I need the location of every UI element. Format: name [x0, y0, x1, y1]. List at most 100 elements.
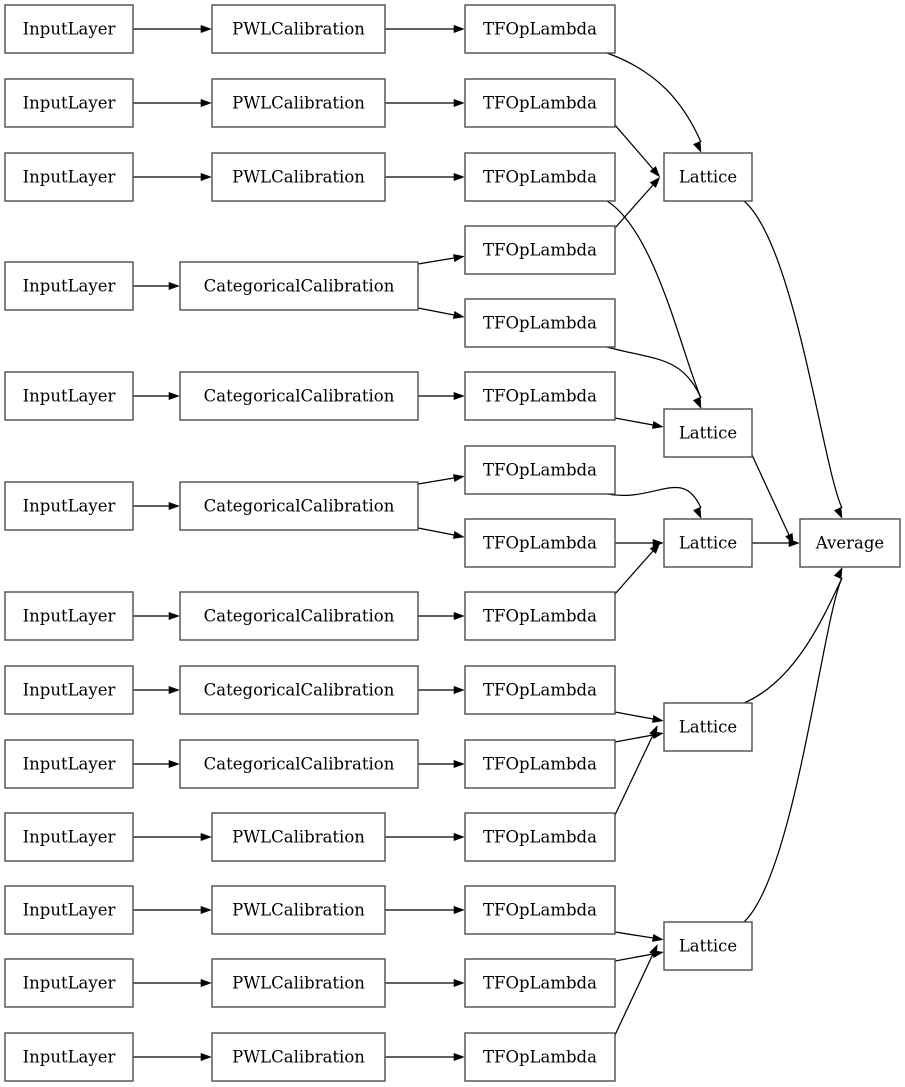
node-in12[interactable]: InputLayer [4, 958, 134, 1008]
node-in10[interactable]: InputLayer [4, 812, 134, 862]
node-box[interactable] [4, 4, 134, 54]
node-box[interactable] [4, 665, 134, 715]
node-box[interactable] [4, 152, 134, 202]
node-box[interactable] [211, 4, 386, 54]
node-label: CategoricalCalibration [204, 497, 395, 516]
node-box[interactable] [4, 481, 134, 531]
node-lat2[interactable]: Lattice [663, 408, 753, 458]
node-cal5[interactable]: CategoricalCalibration [179, 371, 419, 421]
node-box[interactable] [4, 739, 134, 789]
node-in4[interactable]: InputLayer [4, 261, 134, 311]
node-lam8[interactable]: TFOpLambda [464, 518, 616, 568]
node-box[interactable] [663, 152, 753, 202]
node-lam4[interactable]: TFOpLambda [464, 225, 616, 275]
node-label: TFOpLambda [483, 387, 597, 406]
node-cal2[interactable]: PWLCalibration [211, 78, 386, 128]
node-box[interactable] [464, 591, 616, 641]
node-box[interactable] [211, 958, 386, 1008]
node-box[interactable] [464, 225, 616, 275]
node-lam15[interactable]: TFOpLambda [464, 1032, 616, 1082]
node-in7[interactable]: InputLayer [4, 591, 134, 641]
node-cal13[interactable]: PWLCalibration [211, 1032, 386, 1082]
node-lat3[interactable]: Lattice [663, 518, 753, 568]
node-box[interactable] [179, 591, 419, 641]
node-in6[interactable]: InputLayer [4, 481, 134, 531]
node-box[interactable] [464, 445, 616, 495]
node-box[interactable] [464, 958, 616, 1008]
node-box[interactable] [663, 408, 753, 458]
node-box[interactable] [179, 665, 419, 715]
node-lat4[interactable]: Lattice [663, 702, 753, 752]
node-box[interactable] [179, 481, 419, 531]
node-in11[interactable]: InputLayer [4, 885, 134, 935]
node-box[interactable] [4, 591, 134, 641]
node-box[interactable] [211, 812, 386, 862]
node-box[interactable] [663, 921, 753, 971]
node-in2[interactable]: InputLayer [4, 78, 134, 128]
node-lam10[interactable]: TFOpLambda [464, 665, 616, 715]
node-lam11[interactable]: TFOpLambda [464, 739, 616, 789]
node-in13[interactable]: InputLayer [4, 1032, 134, 1082]
node-box[interactable] [464, 885, 616, 935]
node-box[interactable] [4, 1032, 134, 1082]
node-cal10[interactable]: PWLCalibration [211, 812, 386, 862]
node-box[interactable] [211, 78, 386, 128]
node-lam5[interactable]: TFOpLambda [464, 298, 616, 348]
node-box[interactable] [464, 739, 616, 789]
node-box[interactable] [464, 665, 616, 715]
node-cal8[interactable]: CategoricalCalibration [179, 665, 419, 715]
node-box[interactable] [4, 371, 134, 421]
node-box[interactable] [799, 518, 901, 568]
node-cal11[interactable]: PWLCalibration [211, 885, 386, 935]
node-cal12[interactable]: PWLCalibration [211, 958, 386, 1008]
node-lat5[interactable]: Lattice [663, 921, 753, 971]
node-in8[interactable]: InputLayer [4, 665, 134, 715]
node-lat1[interactable]: Lattice [663, 152, 753, 202]
node-box[interactable] [4, 812, 134, 862]
node-in9[interactable]: InputLayer [4, 739, 134, 789]
node-lam6[interactable]: TFOpLambda [464, 371, 616, 421]
node-label: TFOpLambda [483, 755, 597, 774]
node-box[interactable] [663, 518, 753, 568]
node-cal1[interactable]: PWLCalibration [211, 4, 386, 54]
edge-arrow-head [168, 759, 180, 769]
node-cal7[interactable]: CategoricalCalibration [179, 591, 419, 641]
node-lam12[interactable]: TFOpLambda [464, 812, 616, 862]
node-in3[interactable]: InputLayer [4, 152, 134, 202]
node-lam1[interactable]: TFOpLambda [464, 4, 616, 54]
node-box[interactable] [464, 518, 616, 568]
node-avg[interactable]: Average [799, 518, 901, 568]
node-cal4[interactable]: CategoricalCalibration [179, 261, 419, 311]
node-box[interactable] [464, 371, 616, 421]
node-box[interactable] [4, 78, 134, 128]
node-box[interactable] [464, 298, 616, 348]
node-box[interactable] [179, 739, 419, 789]
node-box[interactable] [4, 958, 134, 1008]
node-lam9[interactable]: TFOpLambda [464, 591, 616, 641]
node-label: Lattice [679, 168, 737, 187]
node-box[interactable] [464, 4, 616, 54]
node-lam7[interactable]: TFOpLambda [464, 445, 616, 495]
node-box[interactable] [211, 885, 386, 935]
node-in1[interactable]: InputLayer [4, 4, 134, 54]
node-lam3[interactable]: TFOpLambda [464, 152, 616, 202]
node-in5[interactable]: InputLayer [4, 371, 134, 421]
node-cal3[interactable]: PWLCalibration [211, 152, 386, 202]
node-cal9[interactable]: CategoricalCalibration [179, 739, 419, 789]
node-cal6[interactable]: CategoricalCalibration [179, 481, 419, 531]
node-box[interactable] [464, 152, 616, 202]
node-box[interactable] [464, 78, 616, 128]
node-box[interactable] [663, 702, 753, 752]
node-lam13[interactable]: TFOpLambda [464, 885, 616, 935]
node-box[interactable] [4, 261, 134, 311]
node-box[interactable] [179, 371, 419, 421]
node-lam2[interactable]: TFOpLambda [464, 78, 616, 128]
node-box[interactable] [4, 885, 134, 935]
node-box[interactable] [464, 1032, 616, 1082]
node-box[interactable] [211, 152, 386, 202]
node-label: CategoricalCalibration [204, 387, 395, 406]
node-box[interactable] [211, 1032, 386, 1082]
node-box[interactable] [464, 812, 616, 862]
node-box[interactable] [179, 261, 419, 311]
node-lam14[interactable]: TFOpLambda [464, 958, 616, 1008]
